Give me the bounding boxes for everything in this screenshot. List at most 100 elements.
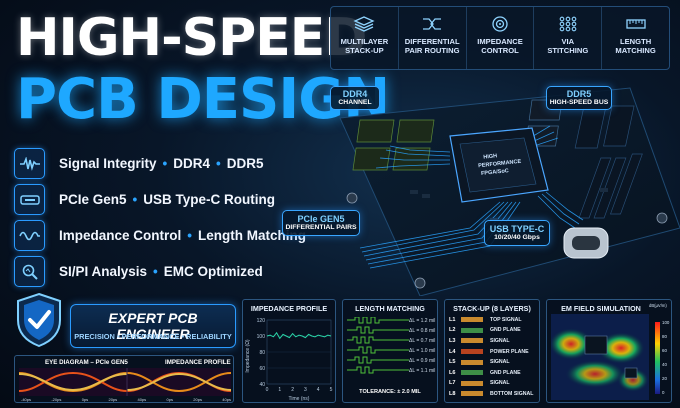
callout-usb-title: USB TYPE-C [489, 224, 545, 234]
length-matching-panel: LENGTH MATCHING ΔL = 1.2 mil ΔL = 0.8 mi… [342, 299, 438, 403]
stackup-layer-swatch [461, 391, 483, 397]
eye-tick: 0ps [166, 397, 173, 402]
feature-text: Impedance Control [59, 228, 182, 243]
impedance-x-label: Time (ns) [289, 396, 310, 402]
stackup-layer-name: SIGNAL [490, 359, 510, 366]
em-scale-label: 0 [662, 390, 665, 395]
top-feature-label: DIFFERENTIAL PAIR ROUTING [404, 37, 460, 55]
usb-c-connector [563, 227, 609, 259]
stackup-layer-number: L5 [449, 359, 456, 366]
length-delta-label: ΔL = 0.8 mil [409, 328, 436, 334]
top-feature-label: IMPEDANCE CONTROL [477, 37, 523, 55]
callout-ddr4-sub: CHANNEL [338, 99, 372, 106]
impedance-y-tick: 80 [259, 350, 265, 356]
stackup-layer-swatch [461, 317, 483, 323]
stackup-layer-name: GND PLANE [490, 327, 521, 334]
top-feature-impedance: IMPEDANCE CONTROL [467, 7, 535, 69]
impedance-y-label: Impedance (Ω) [245, 339, 251, 373]
eye-ticks: -40ps -20ps 0ps 20ps 40ps 0ps 20ps 40ps [21, 397, 231, 403]
callout-ddr5-title: DDR5 [566, 89, 592, 99]
stackup-layer-row: L5 SIGNAL [449, 357, 538, 367]
em-panel-title: EM FIELD SIMULATION [561, 304, 641, 313]
callout-usb: USB TYPE-C 10/20/40 Gbps [484, 220, 550, 246]
eye-tick: -20ps [51, 397, 62, 402]
feature-text: USB Type-C Routing [143, 192, 276, 207]
feature-text: SI/PI Analysis [59, 264, 148, 279]
shield-check-icon [17, 292, 61, 348]
serpentine-traces [347, 317, 409, 374]
eye-diagram-plot [19, 368, 231, 396]
eye-tick: 20ps [108, 397, 118, 402]
differential-pair-icon [423, 18, 442, 30]
em-scale-label: 20 [662, 376, 667, 381]
stackup-layer-swatch [461, 327, 483, 333]
stackup-layer-name: BOTTOM SIGNAL [490, 390, 534, 397]
callout-usb-sub: 10/20/40 Gbps [494, 234, 540, 241]
top-feature-via: VIA STITCHING [534, 7, 603, 69]
svg-text:PERFORMANCE: PERFORMANCE [478, 159, 522, 170]
stackup-layer-name: POWER PLANE [490, 348, 529, 355]
em-scale-label: 100 [662, 320, 670, 325]
eye-tick: 40ps [222, 397, 231, 402]
stackup-layer-swatch [461, 370, 483, 376]
top-feature-differential: DIFFERENTIAL PAIR ROUTING [399, 7, 467, 69]
stackup-layer-number: L8 [449, 390, 456, 397]
eye-tick: 40ps [137, 397, 147, 402]
callout-pcie-sub: DIFFERENTIAL PAIRS [285, 224, 357, 231]
length-delta-label: ΔL = 0.9 mil [409, 358, 436, 364]
top-feature-label: VIA STITCHING [547, 37, 589, 55]
stackup-layer-swatch [461, 349, 483, 355]
em-scale-label: 60 [662, 348, 667, 353]
impedance-y-tick: 120 [257, 318, 266, 324]
feature-text: DDR5 [226, 156, 264, 171]
impedance-x-tick: 5 [330, 387, 333, 393]
feature-text: Signal Integrity [59, 156, 157, 171]
top-feature-label: LENGTH MATCHING [615, 37, 656, 55]
callout-ddr4-title: DDR4 [342, 89, 368, 99]
length-tolerance: TOLERANCE: ± 2.0 MIL [359, 389, 421, 395]
feature-text: EMC Optimized [163, 264, 263, 279]
stackup-layer-number: L6 [449, 369, 456, 376]
length-delta-label: ΔL = 1.0 mil [409, 348, 436, 354]
callout-pcie: PCIe GEN5 DIFFERENTIAL PAIRS [282, 210, 360, 236]
eye-tick: 20ps [193, 397, 202, 402]
eye-diagram-title: EYE DIAGRAM – PCIe GEN5 [45, 359, 128, 366]
title-line-1: HIGH-SPEED [16, 8, 367, 68]
stackup-layer-number: L1 [449, 316, 456, 323]
usb-connector-icon [14, 184, 45, 215]
impedance-x-tick: 1 [278, 387, 281, 393]
callout-ddr5: DDR5 HIGH-SPEED BUS [546, 86, 612, 110]
svg-text:FPGA/SoC: FPGA/SoC [481, 168, 509, 177]
badge-subtitle: PRECISION • PERFORMANCE • RELIABILITY [74, 332, 232, 341]
top-feature-length: LENGTH MATCHING [602, 7, 669, 69]
em-scale-label: 80 [662, 334, 667, 339]
impedance-y-tick: 100 [257, 334, 266, 340]
feature-text: PCIe Gen5 [59, 192, 127, 207]
eye-diagram-panel: EYE DIAGRAM – PCIe GEN5 IMPEDANCE PROFIL… [14, 355, 234, 403]
impedance-profile-panel: IMPEDANCE PROFILE Impedance (Ω) Time (ns… [242, 299, 336, 403]
stackup-layer-name: TOP SIGNAL [490, 316, 522, 323]
length-delta-label: ΔL = 1.1 mil [409, 368, 436, 374]
length-delta-label: ΔL = 0.7 mil [409, 338, 436, 344]
ruler-icon [625, 19, 646, 29]
expert-badge: EXPERT PCB ENGINEER PRECISION • PERFORMA… [70, 304, 236, 348]
feature-row-impedance: Impedance Control•Length Matching [14, 220, 306, 251]
stackup-layer-swatch [461, 338, 483, 344]
eye-tick: 0ps [81, 397, 89, 402]
magnifier-icon [14, 256, 45, 287]
layers-icon [353, 16, 375, 32]
stackup-layer-row: L1 TOP SIGNAL [449, 315, 538, 325]
via-stitching-icon [559, 16, 577, 32]
callout-pcie-title: PCIe GEN5 [297, 214, 345, 224]
top-feature-bar: MULTILAYER STACK-UP DIFFERENTIAL PAIR RO… [330, 6, 670, 70]
stackup-layer-swatch [461, 359, 483, 365]
stackup-layer-name: SIGNAL [490, 337, 510, 344]
impedance-y-tick: 40 [259, 382, 265, 388]
em-scale-label: 40 [662, 362, 667, 367]
